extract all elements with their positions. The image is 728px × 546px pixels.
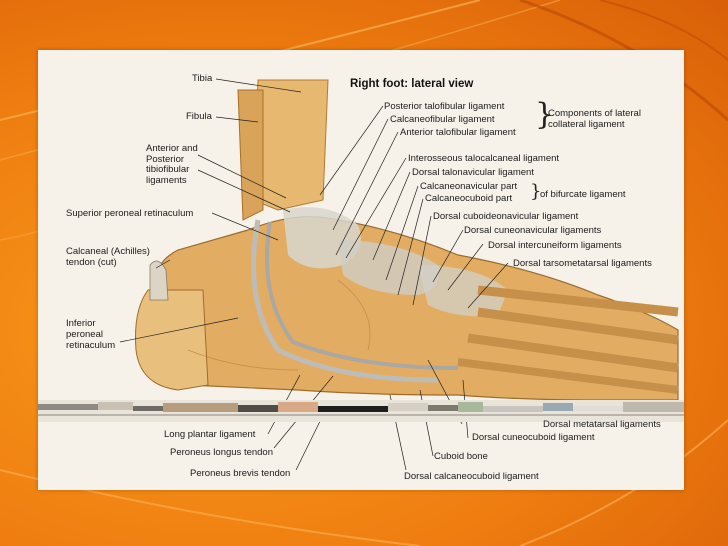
label-calcaneofibular: Calcaneofibular ligament	[390, 114, 495, 125]
label-calcaneonavicular-part: Calcaneonavicular part	[420, 181, 518, 192]
label-dorsal-calcaneocuboid: Dorsal calcaneocuboid ligament	[404, 471, 539, 482]
label-dorsal-metatarsal: Dorsal metatarsal ligaments	[543, 419, 661, 430]
label-line: Components of lateral	[548, 108, 641, 119]
label-line: Inferior	[66, 318, 96, 329]
label-components-lateral-collateral: Components of lateral collateral ligamen…	[548, 108, 641, 130]
label-peroneus-longus: Peroneus longus tendon	[170, 447, 273, 458]
label-tibia: Tibia	[192, 73, 213, 84]
label-line: Calcaneal (Achilles)	[66, 246, 150, 257]
label-fibula: Fibula	[186, 111, 212, 122]
label-calcaneocuboid-part: Calcaneocuboid part	[425, 193, 513, 204]
label-line: Posterior	[146, 153, 185, 165]
brace-lateral-collateral: }	[535, 97, 555, 132]
label-line: ligaments	[146, 174, 187, 186]
label-dorsal-cuboideonavicular: Dorsal cuboideonavicular ligament	[433, 211, 579, 222]
label-dorsal-intercuneiform: Dorsal intercuneiform ligaments	[488, 240, 622, 251]
label-dorsal-cuneocuboid: Dorsal cuneocuboid ligament	[472, 432, 595, 443]
label-peroneus-brevis: Peroneus brevis tendon	[190, 468, 291, 479]
diagram-title: Right foot: lateral view	[350, 78, 474, 90]
label-line: tibiofibular	[146, 164, 190, 175]
label-dorsal-talonavicular: Dorsal talonavicular ligament	[412, 167, 534, 178]
label-line: retinaculum	[66, 340, 116, 351]
brace-bifurcate: }	[530, 181, 542, 202]
label-anterior-talofibular: Anterior talofibular ligament	[400, 127, 516, 138]
label-dorsal-cuneonavicular: Dorsal cuneonavicular ligaments	[464, 225, 602, 236]
label-posterior-talofibular: Posterior talofibular ligament	[384, 101, 505, 112]
label-calcaneal-tendon: Calcaneal (Achilles) tendon (cut)	[66, 246, 150, 268]
foot-illustration	[119, 78, 679, 471]
label-cuboid-bone: Cuboid bone	[434, 451, 488, 462]
anatomy-plate: Right foot: lateral view Tibia Fibula An…	[38, 50, 684, 490]
label-long-plantar: Long plantar ligament	[164, 429, 256, 440]
label-interosseous-talocalcaneal: Interosseous talocalcaneal ligament	[408, 153, 560, 164]
label-inferior-peroneal-retinaculum: Inferior peroneal retinaculum	[66, 318, 115, 351]
label-line: collateral ligament	[548, 119, 625, 130]
label-ant-post-tibiofibular: Anterior and Posterior tibiofibular liga…	[146, 143, 198, 186]
label-line: tendon (cut)	[66, 257, 117, 268]
label-line: peroneal	[66, 329, 103, 340]
label-line: Anterior and	[146, 143, 198, 154]
scan-artifact-band	[38, 400, 684, 422]
label-superior-peroneal-retinaculum: Superior peroneal retinaculum	[66, 208, 194, 219]
label-dorsal-tarsometatarsal: Dorsal tarsometatarsal ligaments	[513, 258, 652, 269]
label-bifurcate-ligament: of bifurcate ligament	[540, 189, 626, 200]
